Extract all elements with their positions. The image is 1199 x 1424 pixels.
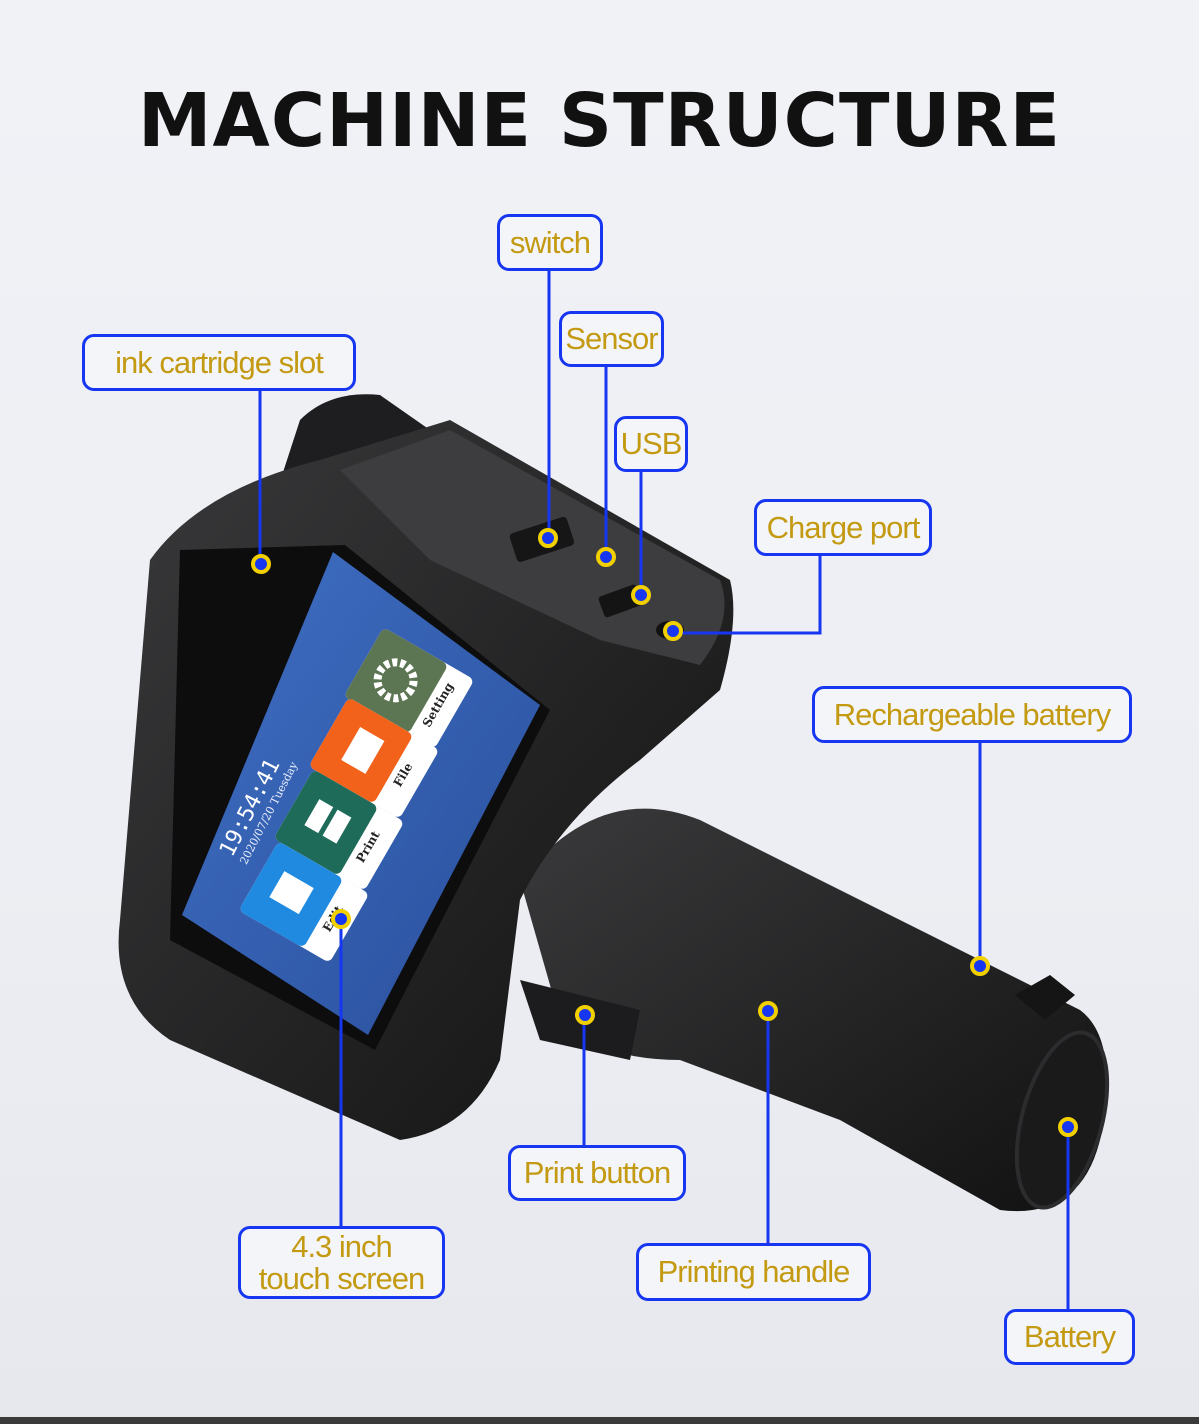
label-switch: switch: [497, 214, 603, 271]
usb-port: [598, 584, 643, 618]
marker-dot: [575, 1005, 595, 1025]
folder-icon: [341, 727, 385, 774]
label-printing-handle: Printing handle: [636, 1243, 871, 1301]
label-sensor: Sensor: [559, 311, 664, 367]
print-icon: [304, 799, 352, 844]
marker-dot: [251, 554, 271, 574]
page-title: MACHINE STRUCTURE: [137, 78, 1062, 164]
marker-dot: [538, 528, 558, 548]
label-rechargeable-battery: Rechargeable battery: [812, 686, 1132, 743]
leader-line-charge-port: [673, 555, 822, 635]
label-print-button: Print button: [508, 1145, 686, 1201]
printing-handle: [520, 808, 1107, 1212]
marker-dot: [1058, 1117, 1078, 1137]
marker-dot: [331, 909, 351, 929]
app-print[interactable]: Print: [274, 769, 405, 891]
marker-dot: [663, 621, 683, 641]
edit-icon: [269, 871, 314, 915]
rechargeable-battery-knob: [1015, 975, 1075, 1020]
label-touch-screen-line2: touch screen: [258, 1260, 425, 1296]
gear-icon: [373, 658, 418, 703]
label-ink-cartridge-slot: ink cartridge slot: [82, 334, 356, 391]
marker-dot: [631, 585, 651, 605]
app-file[interactable]: File: [309, 697, 440, 819]
label-usb: USB: [614, 416, 688, 472]
label-touch-screen: 4.3 inch touch screen: [238, 1226, 445, 1299]
label-charge-port: Charge port: [754, 499, 932, 556]
app-setting[interactable]: Setting: [344, 627, 475, 749]
marker-dot: [758, 1001, 778, 1021]
label-battery: Battery: [1004, 1309, 1135, 1365]
marker-dots: [251, 528, 1078, 1137]
bottom-divider: [0, 1417, 1199, 1424]
marker-dot: [596, 547, 616, 567]
label-touch-screen-line1: 4.3 inch: [291, 1228, 393, 1264]
marker-dot: [970, 956, 990, 976]
leader-lines: [258, 270, 1070, 1309]
